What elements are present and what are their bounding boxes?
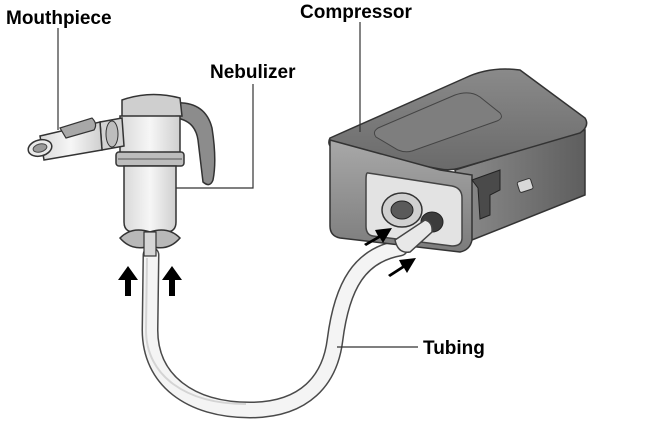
mouthpiece-label: Mouthpiece xyxy=(6,8,112,29)
airflow-arrows xyxy=(118,228,416,296)
nebulizer-label: Nebulizer xyxy=(210,62,296,83)
compressor-label: Compressor xyxy=(300,2,412,23)
tubing xyxy=(141,239,409,419)
leader-lines xyxy=(57,22,418,348)
nebulizer-leader xyxy=(176,84,254,189)
arrow-into-port-upper xyxy=(364,228,392,246)
arrow-up-left xyxy=(118,266,138,296)
mouthpiece xyxy=(27,117,125,161)
arrow-up-right xyxy=(162,266,182,296)
arrow-into-port-lower xyxy=(388,258,416,277)
nebulizer xyxy=(115,93,216,257)
tubing-label: Tubing xyxy=(423,338,485,359)
compressor xyxy=(328,68,588,253)
